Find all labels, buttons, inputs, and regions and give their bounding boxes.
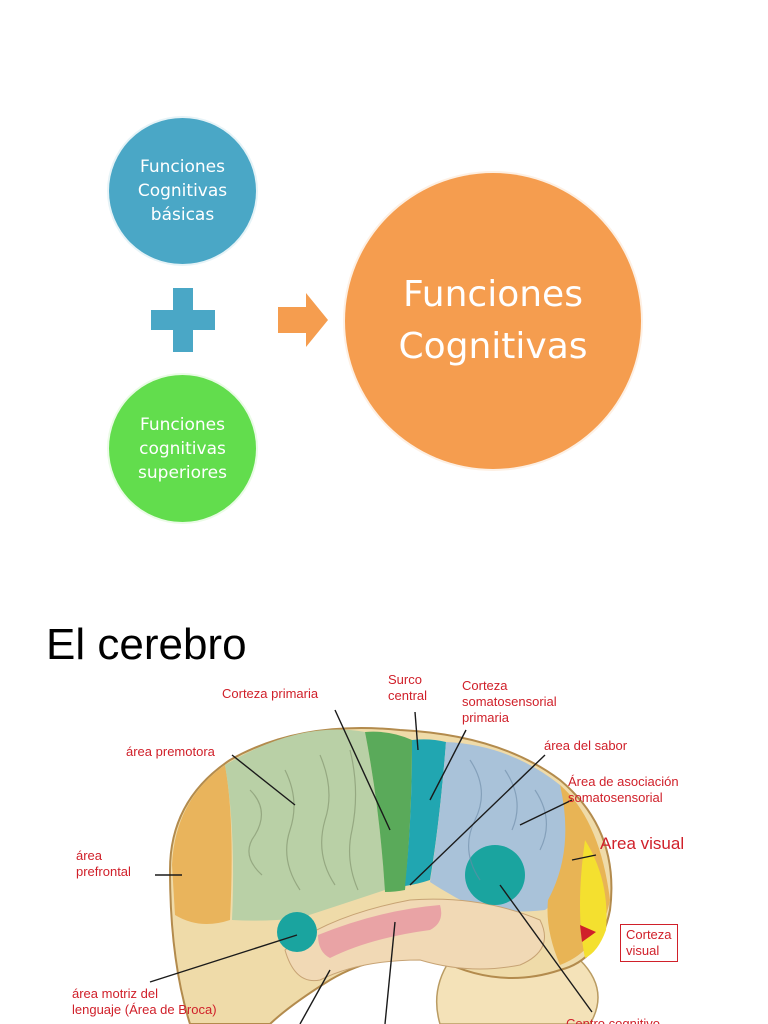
label-surco-central: Surco central bbox=[388, 672, 428, 703]
brain-illustration bbox=[149, 709, 613, 1024]
label-area-prefrontal: área prefrontal bbox=[76, 848, 131, 879]
label-corteza-somatosensorial: Corteza somatosensorial primaria bbox=[462, 678, 557, 725]
node-superior-label: Funciones cognitivas superiores bbox=[138, 414, 227, 483]
label-corteza-visual: Corteza visual bbox=[620, 924, 678, 962]
plus-icon bbox=[151, 288, 215, 352]
label-corteza-primaria: Corteza primaria bbox=[222, 686, 319, 701]
label-area-motriz-lenguaje: área motriz del lenguaje (Área de Broca) bbox=[72, 986, 217, 1017]
brain-diagram: Corteza primaria Surco central Corteza s… bbox=[0, 660, 768, 1024]
right-arrow-icon bbox=[278, 293, 328, 347]
label-centro-cognitivo: Centro cognitivo bbox=[566, 1016, 660, 1024]
label-area-premotora: área premotora bbox=[126, 744, 215, 759]
node-basic-cognitive-functions: Funciones Cognitivas básicas bbox=[109, 118, 256, 264]
label-asociacion-somatosensorial: Área de asociación somatosensorial bbox=[568, 774, 679, 805]
node-basic-label: Funciones Cognitivas básicas bbox=[137, 157, 228, 225]
section-title: El cerebro bbox=[46, 620, 247, 669]
label-area-visual: Area visual bbox=[600, 834, 685, 853]
node-result-label: Funciones Cognitivas bbox=[398, 274, 588, 367]
label-area-sabor: área del sabor bbox=[544, 738, 628, 753]
node-cognitive-functions: Funciones Cognitivas bbox=[345, 173, 641, 469]
node-superior-cognitive-functions: Funciones cognitivas superiores bbox=[109, 375, 256, 522]
